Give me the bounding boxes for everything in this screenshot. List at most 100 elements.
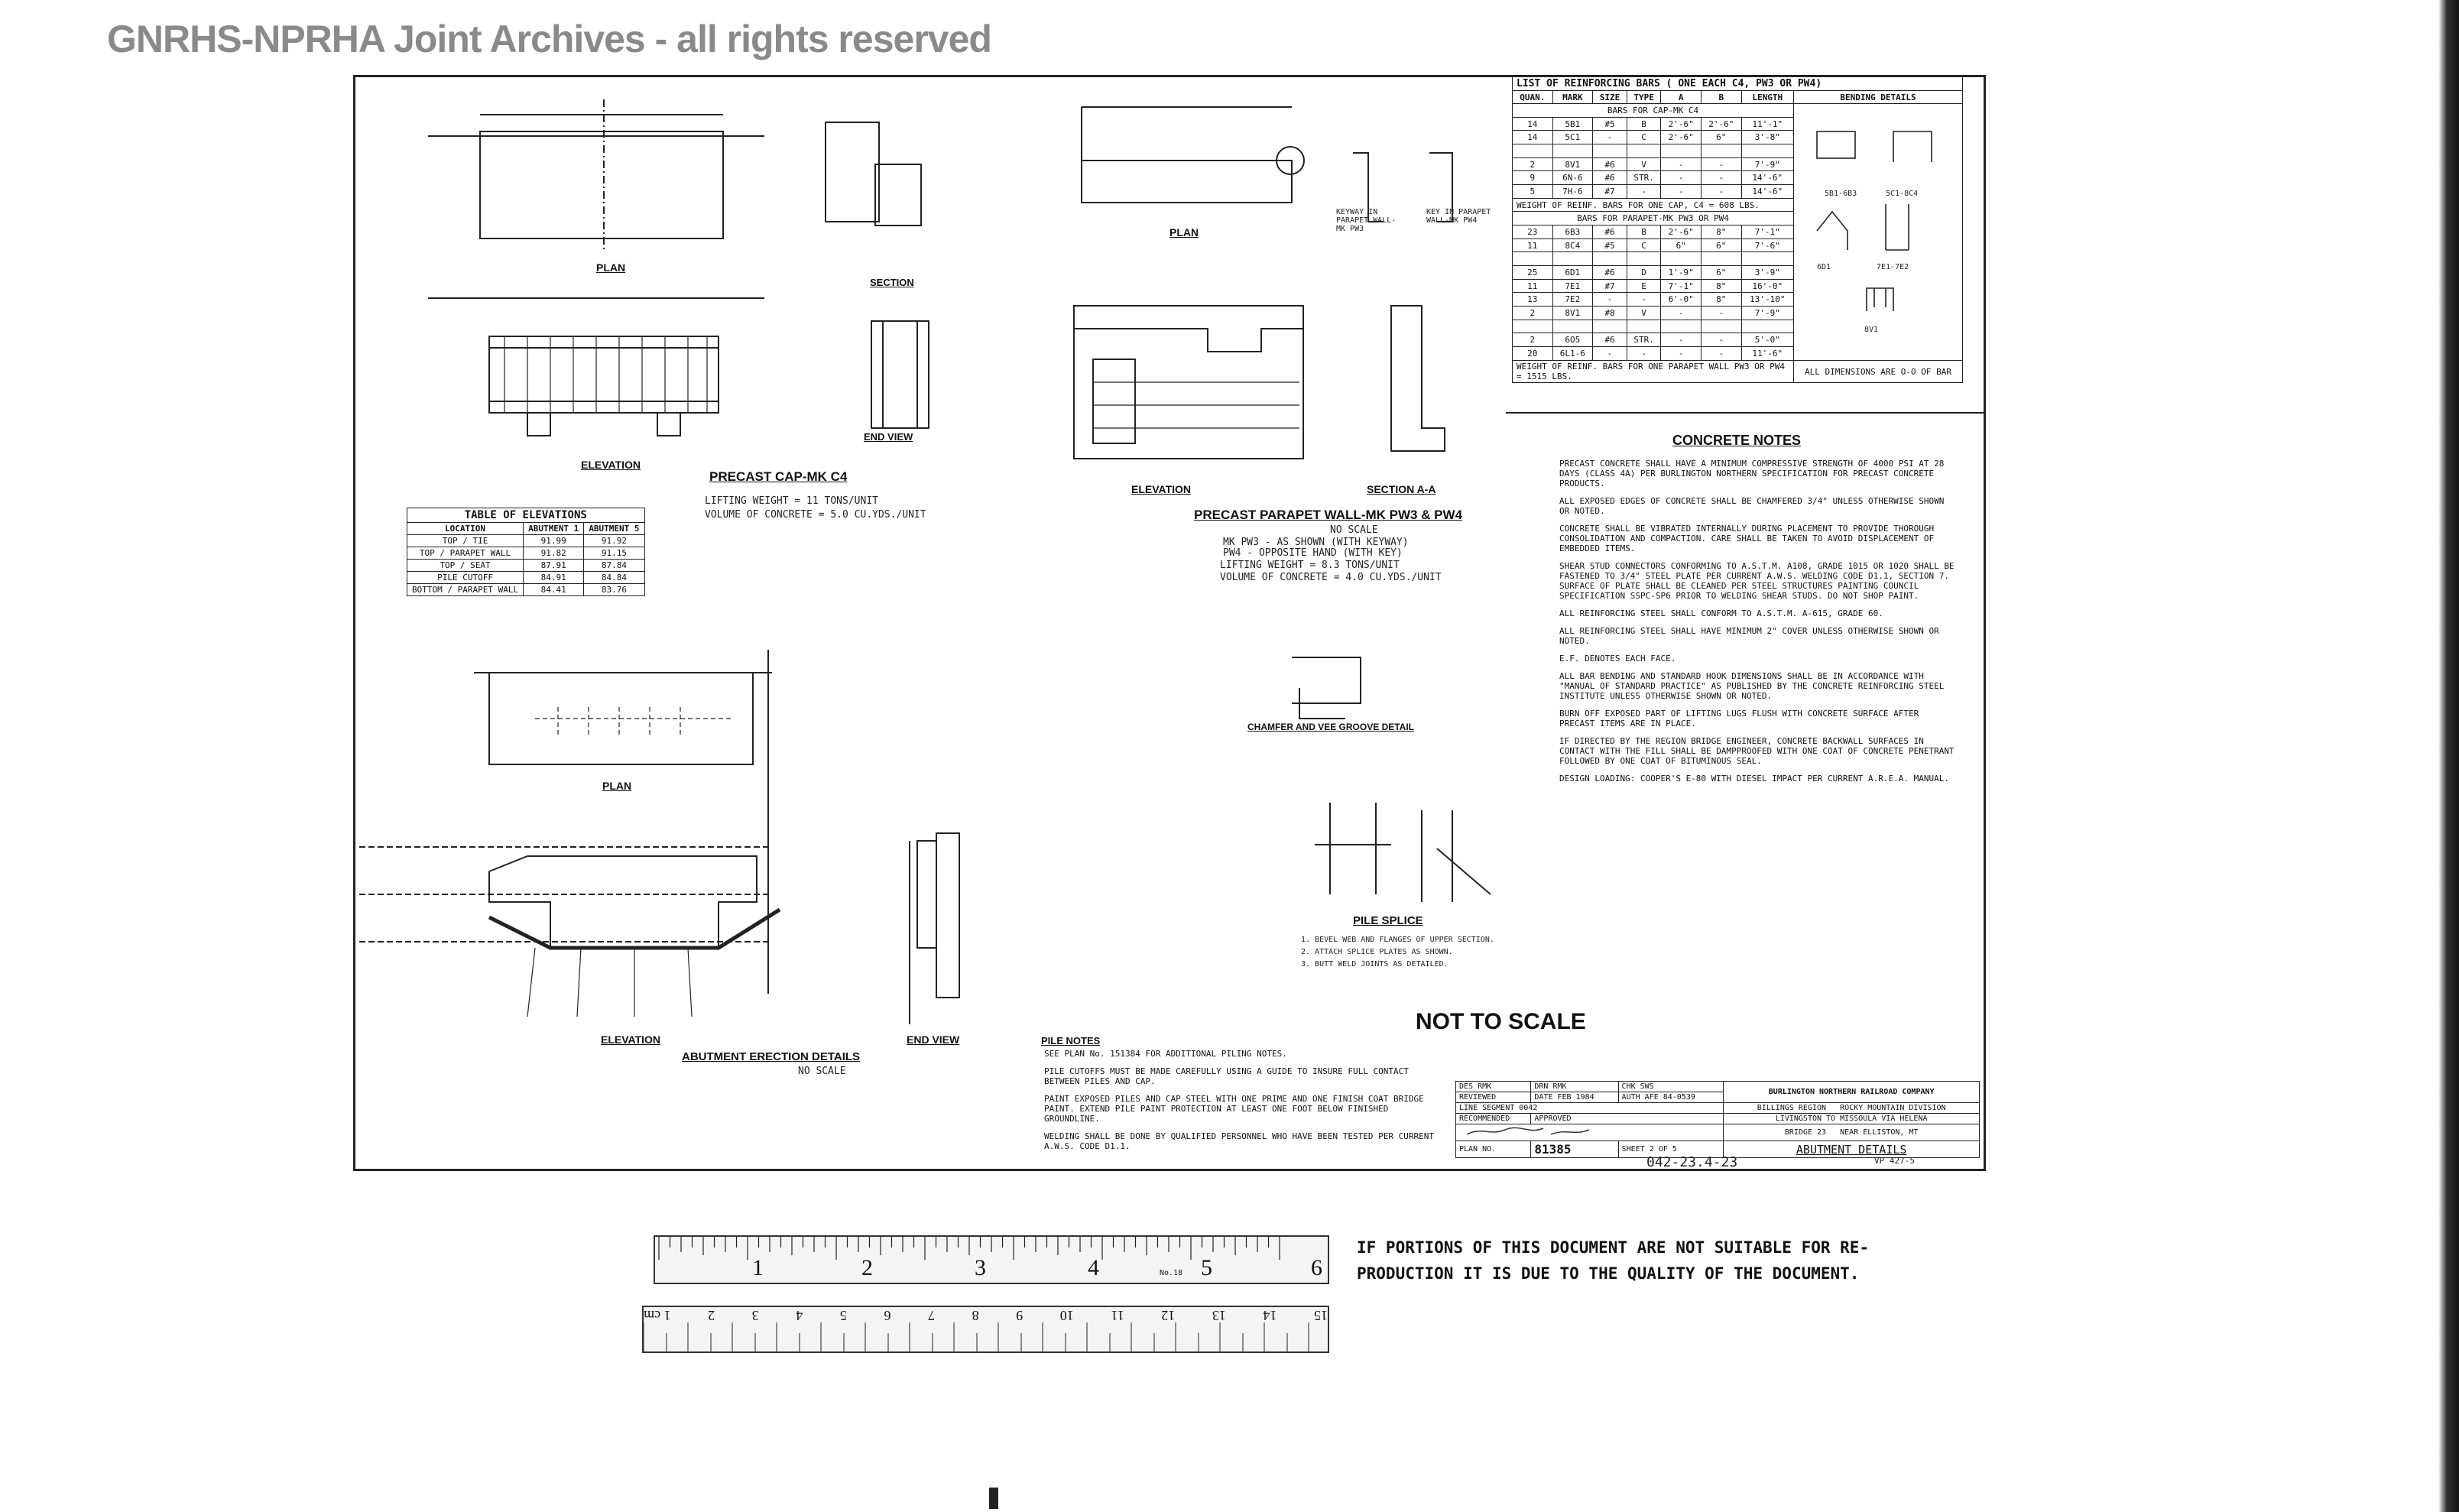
bars-weight-cap: WEIGHT OF REINF. BARS FOR ONE CAP, C4 = … <box>1512 197 1794 213</box>
bars-dims-note: ALL DIMENSIONS ARE O-O OF BAR <box>1793 360 1963 383</box>
concrete-note: ALL REINFORCING STEEL SHALL HAVE MINIMUM… <box>1559 626 1939 646</box>
bars-cell: 16'-0" <box>1740 278 1795 294</box>
bars-cell: 7'-1" <box>1660 278 1702 294</box>
cm-label: 1 cm <box>644 1308 671 1323</box>
cm-label: 13 <box>1212 1308 1226 1323</box>
bars-cell: 14 <box>1512 116 1553 131</box>
parapet-elevation-outline <box>1073 305 1304 459</box>
keyway-label-pw3: KEYWAY IN PARAPET WALL-MK PW3 <box>1336 208 1397 233</box>
bars-cell: 11 <box>1512 278 1553 294</box>
bars-cell: 8V1 <box>1552 157 1594 172</box>
elev-cell: 84.41 <box>523 583 585 596</box>
bars-cell: 13'-10" <box>1740 292 1795 307</box>
bars-cell: 7'-9" <box>1740 306 1795 320</box>
bars-cell <box>1660 251 1702 267</box>
bars-cell: C <box>1626 238 1662 253</box>
bars-cell: - <box>1701 157 1742 172</box>
cm-label: 2 <box>708 1308 715 1323</box>
bars-cell: 5 <box>1512 184 1553 199</box>
bars-cell: 8" <box>1701 225 1742 239</box>
tb-sheet: 2 OF 5 <box>1649 1145 1677 1153</box>
pile-note: PILE CUTOFFS MUST BE MADE CAREFULLY USIN… <box>1044 1066 1409 1086</box>
reinforcing-bars-table: LIST OF REINFORCING BARS ( ONE EACH C4, … <box>1512 76 1963 383</box>
bars-cell: 8C4 <box>1552 238 1594 253</box>
bars-cell: B <box>1626 116 1662 131</box>
bars-cell: - <box>1660 157 1702 172</box>
bars-cell: - <box>1626 346 1662 361</box>
bars-cell: #5 <box>1592 238 1627 253</box>
bars-cell: 7E2 <box>1552 292 1594 307</box>
bars-cell: 3'-9" <box>1740 265 1795 280</box>
chamfer-detail-title: CHAMFER AND VEE GROOVE DETAIL <box>1247 722 1415 732</box>
pile-notes-title: PILE NOTES <box>1041 1035 1101 1046</box>
title-block: DES RMK DRN RMK CHK SWS BURLINGTON NORTH… <box>1455 1081 1980 1158</box>
cm-label: 4 <box>796 1308 803 1323</box>
bars-cell: 2'-6" <box>1660 130 1702 145</box>
bars-cell: 11'-1" <box>1740 116 1795 131</box>
tb-reference: VP 427-5 <box>1874 1156 1915 1166</box>
cap-end-view-label: END VIEW <box>864 431 913 443</box>
bars-cell: #6 <box>1592 170 1627 186</box>
ruler-mark: No.18 <box>1160 1269 1183 1277</box>
pile-splice-note-1: 1. BEVEL WEB AND FLANGES OF UPPER SECTIO… <box>1301 936 1494 944</box>
bars-cell: 5'-0" <box>1740 333 1795 348</box>
bars-cell: - <box>1660 306 1702 320</box>
bars-cell <box>1660 319 1702 334</box>
bars-cell: #7 <box>1592 278 1627 294</box>
abutment-erection-title: ABUTMENT ERECTION DETAILS <box>682 1050 861 1063</box>
table-row <box>1512 251 1963 267</box>
cm-label: 10 <box>1059 1308 1074 1323</box>
bars-cell: 14 <box>1512 130 1553 145</box>
inch-ruler-ticks <box>658 1237 1280 1260</box>
parapet-plan-outline <box>1081 160 1293 203</box>
inch-label: 2 <box>861 1255 873 1280</box>
tb-auth: AUTH AFE 84-0539 <box>1617 1092 1724 1103</box>
table-row <box>1512 319 1963 334</box>
concrete-note: E.F. DENOTES EACH FACE. <box>1559 654 1676 664</box>
concrete-notes: PRECAST CONCRETE SHALL HAVE A MINIMUM CO… <box>1559 459 1957 791</box>
bars-cell: 6" <box>1701 238 1742 253</box>
parapet-elevation-label: ELEVATION <box>1131 483 1192 495</box>
keyway-label-pw4: KEY IN PARAPET WALL-MK PW4 <box>1426 208 1491 225</box>
elev-cell: 83.76 <box>583 583 645 596</box>
bending-details-drawing <box>1816 131 1932 311</box>
elev-table-title: TABLE OF ELEVATIONS <box>407 508 645 523</box>
tb-location: NEAR ELLISTON, MT <box>1840 1128 1919 1137</box>
scan-artifact-mark <box>989 1488 998 1509</box>
bars-cell: 6N-6 <box>1552 170 1594 186</box>
bars-cell: 25 <box>1512 265 1553 280</box>
inch-label: 5 <box>1201 1255 1212 1280</box>
bars-table-title: LIST OF REINFORCING BARS ( ONE EACH C4, … <box>1512 76 1963 91</box>
table-row <box>1512 144 1963 158</box>
bars-cell: 8V1 <box>1552 306 1594 320</box>
bars-cell: 6B3 <box>1552 225 1594 239</box>
abutment-plan-label: PLAN <box>602 780 632 792</box>
bars-cell <box>1740 144 1795 158</box>
tb-stamp-number: 042-23.4-23 <box>1646 1154 1738 1170</box>
bars-cell: 2 <box>1512 306 1553 320</box>
cm-label: 5 <box>839 1308 847 1323</box>
bars-cell: E <box>1626 278 1662 294</box>
bars-cell: #6 <box>1592 265 1627 280</box>
bars-header: LENGTH <box>1740 90 1795 104</box>
precast-cap-volume: VOLUME OF CONCRETE = 5.0 CU.YDS./UNIT <box>705 509 926 521</box>
tb-plan-no-label: PLAN NO. <box>1455 1140 1532 1158</box>
concrete-note: ALL REINFORCING STEEL SHALL CONFORM TO A… <box>1559 608 1883 618</box>
parapet-volume: VOLUME OF CONCRETE = 4.0 CU.YDS./UNIT <box>1220 572 1442 583</box>
bars-cell: - <box>1660 346 1702 361</box>
bars-cell: - <box>1701 346 1742 361</box>
cm-label: 3 <box>751 1308 759 1323</box>
bars-cell: 2 <box>1512 333 1553 348</box>
bars-cell: 6D1 <box>1552 265 1594 280</box>
pile-splice-drawing <box>1315 803 1491 902</box>
parapet-pw3-note: MK PW3 - AS SHOWN (WITH KEYWAY) <box>1223 537 1409 548</box>
bars-cell: 6" <box>1660 238 1702 253</box>
bars-header: TYPE <box>1626 90 1662 104</box>
cm-label: 12 <box>1161 1308 1176 1323</box>
tb-recommended: RECOMMENDED <box>1455 1113 1532 1124</box>
